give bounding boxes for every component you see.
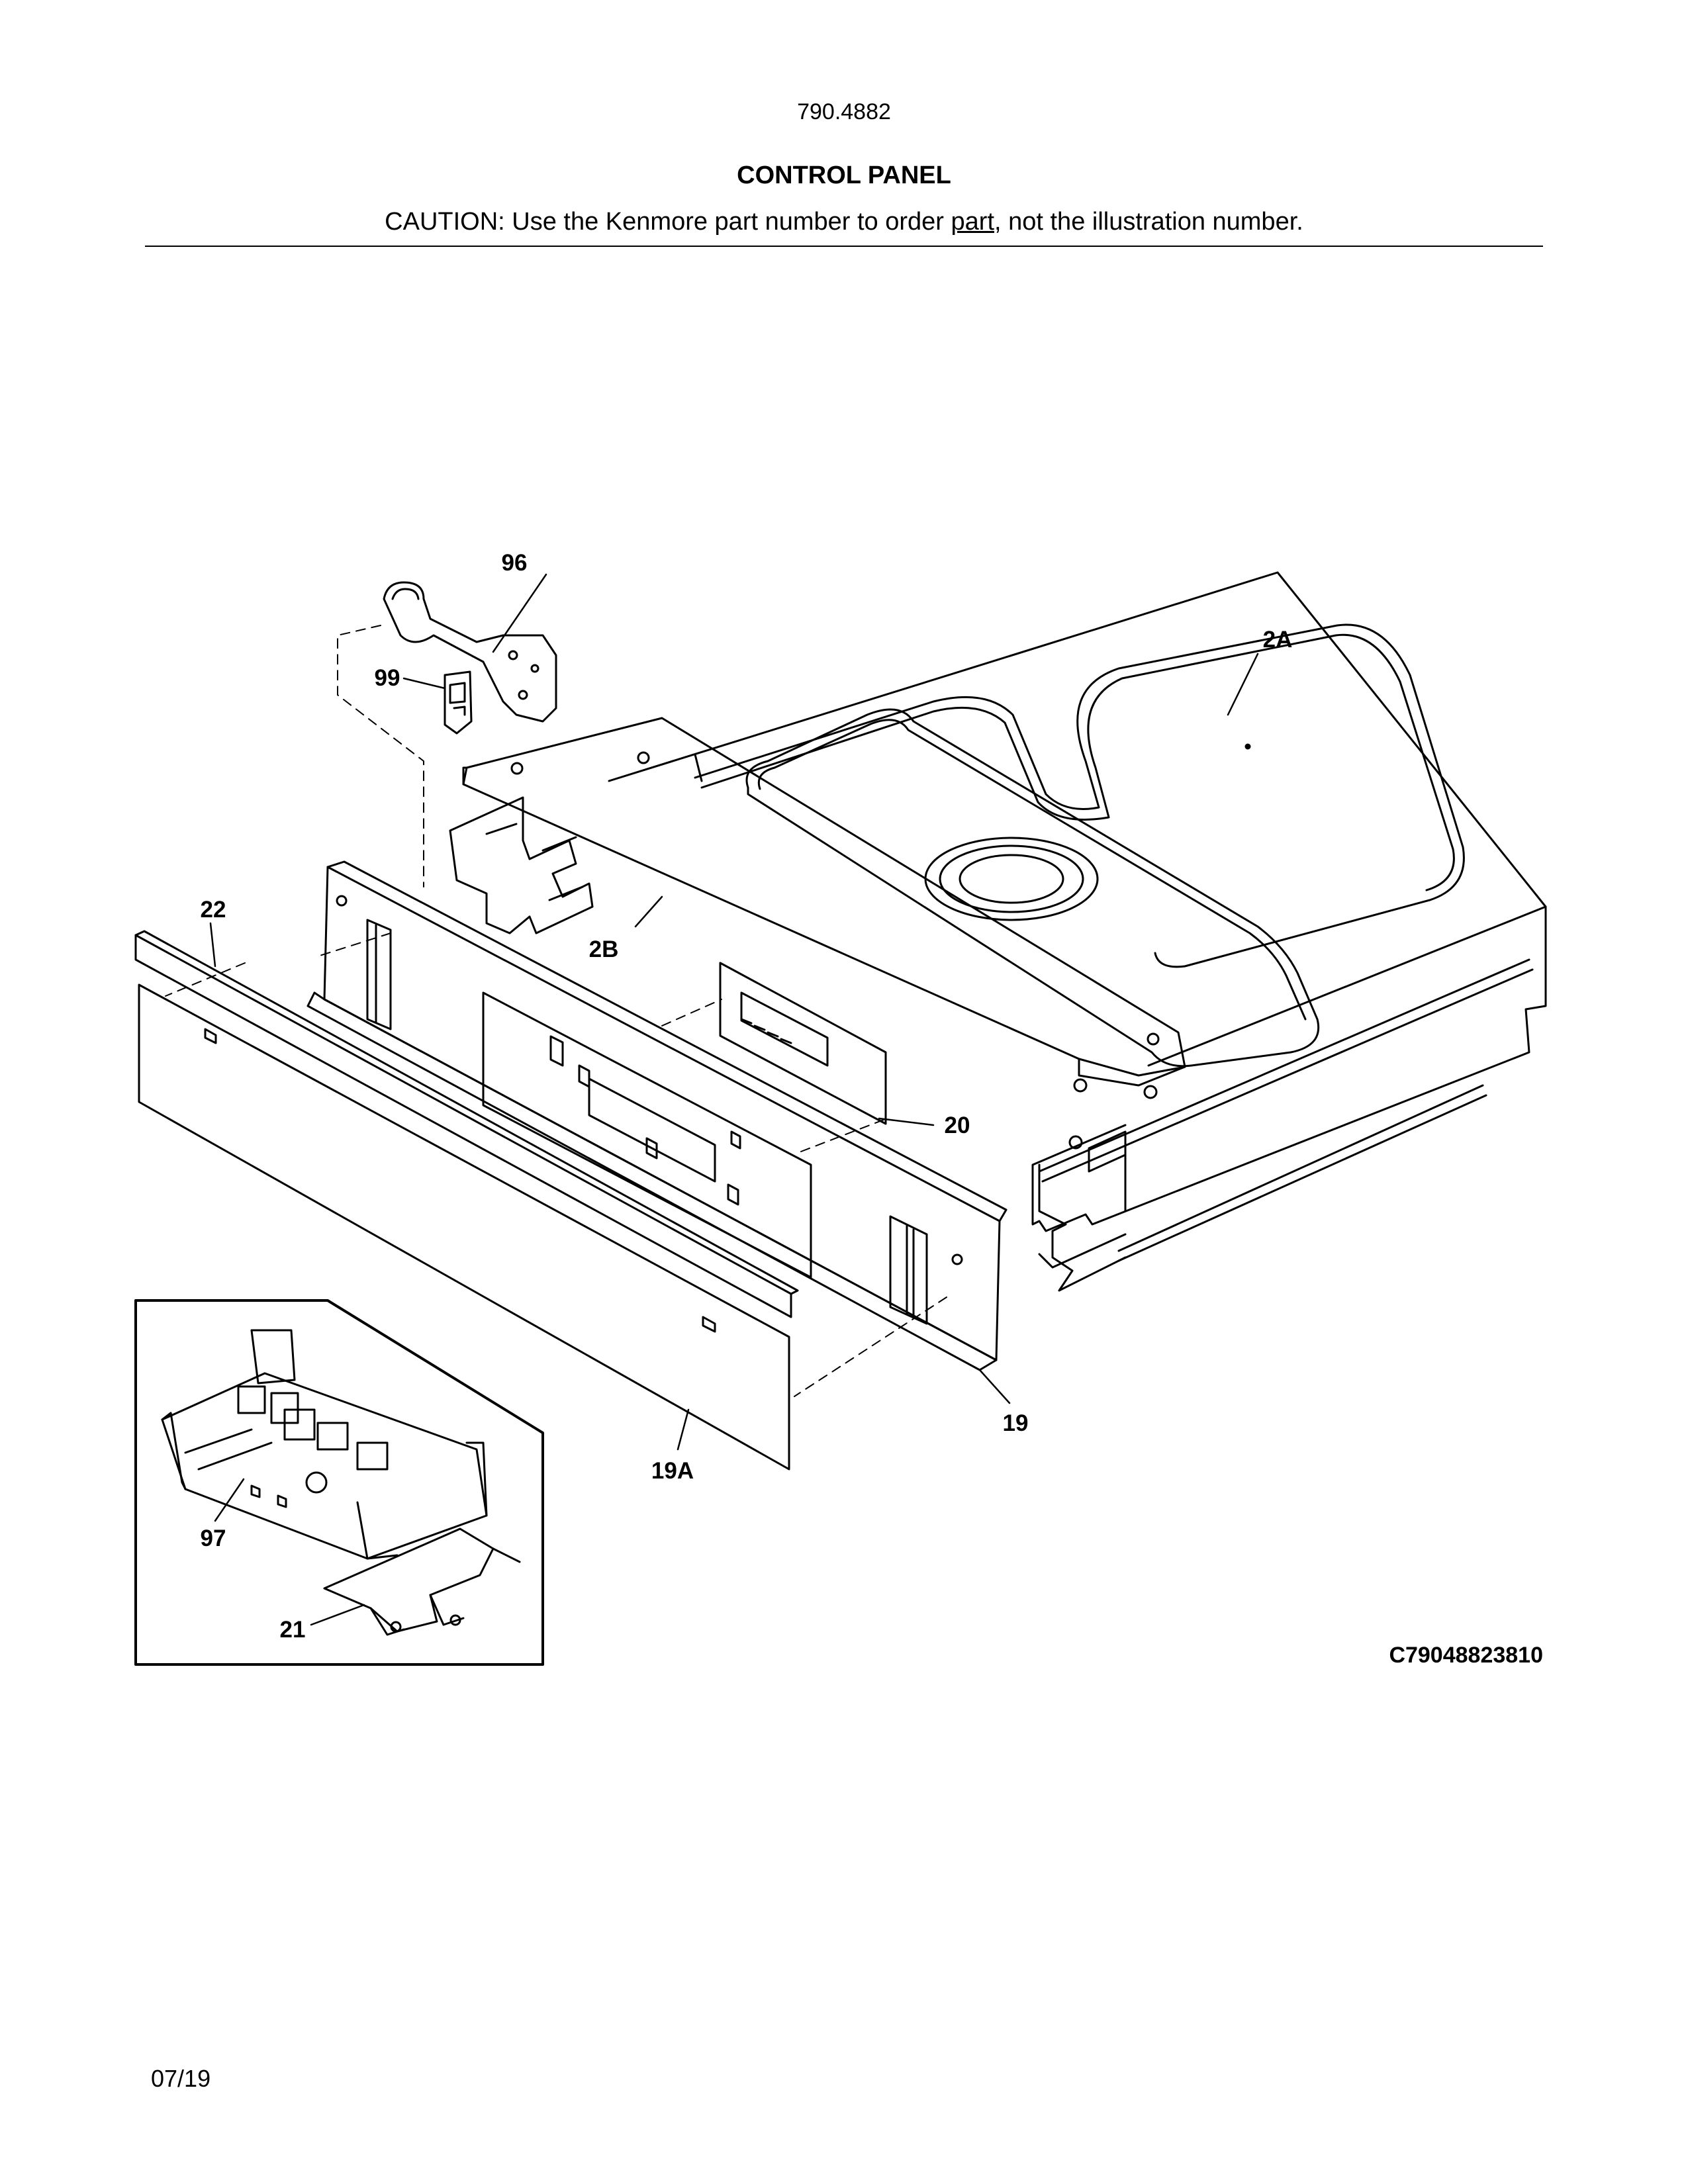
part-99-harness-connector — [444, 670, 473, 735]
caution-text-start: CAUTION: Use the Kenmore part number to … — [385, 208, 951, 236]
model-number: 790.4882 — [797, 99, 891, 124]
assembly-guide-lines — [165, 625, 947, 1397]
part-19-control-console — [306, 860, 1008, 1371]
callout-20: 20 — [945, 1113, 970, 1138]
callout-99: 99 — [375, 665, 400, 691]
callout-97: 97 — [201, 1525, 226, 1551]
part-96-wire-clip — [383, 581, 557, 723]
part-2b-top-trim — [449, 717, 1186, 1093]
callout-19a: 19A — [651, 1458, 694, 1484]
revision-date: 07/19 — [151, 2065, 211, 2092]
part-2a-oven-top — [608, 571, 1547, 1292]
callout-96: 96 — [502, 550, 528, 576]
callout-19: 19 — [1003, 1410, 1029, 1436]
caution-note: CAUTION: Use the Kenmore part number to … — [0, 208, 1688, 236]
inset-detail-box — [134, 1299, 544, 1666]
part-22-trim-strip — [134, 930, 799, 1318]
part-19a-overlay-panel — [138, 983, 790, 1471]
callout-22: 22 — [201, 897, 226, 923]
part-97-control-board — [161, 1329, 488, 1560]
header-divider — [145, 246, 1543, 247]
callout-2a: 2A — [1263, 627, 1293, 653]
part-20-display-board — [719, 962, 887, 1125]
callout-21: 21 — [280, 1617, 306, 1643]
diagram-code: C79048823810 — [1389, 1643, 1543, 1668]
part-21-mounting-bracket — [323, 1527, 521, 1636]
callout-leaders — [209, 573, 1259, 1626]
callout-2b: 2B — [589, 936, 619, 962]
caution-underlined-word: part — [951, 208, 994, 236]
caution-text-end: , not the illustration number. — [994, 208, 1303, 236]
section-title: CONTROL PANEL — [737, 161, 951, 189]
